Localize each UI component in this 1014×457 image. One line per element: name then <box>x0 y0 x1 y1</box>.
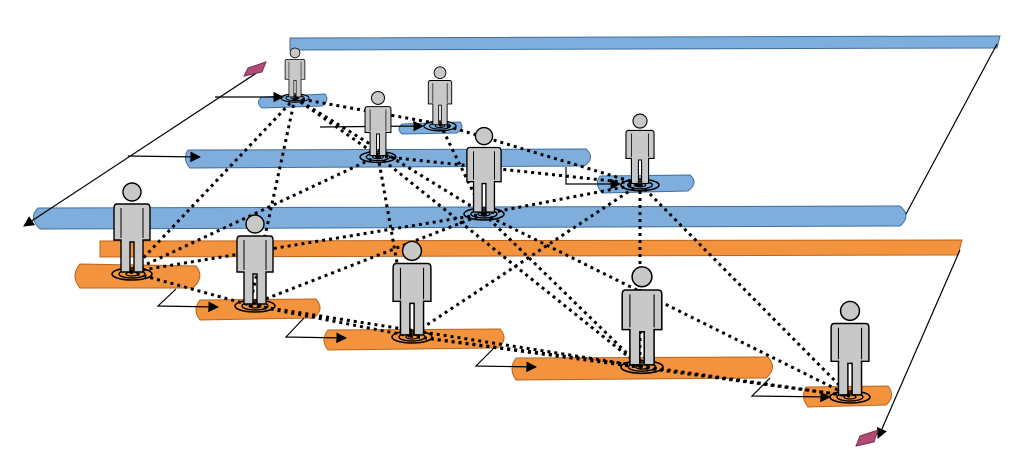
solid-connectors <box>23 43 998 439</box>
person-icon <box>625 113 655 184</box>
marker-icon <box>855 429 879 447</box>
upper-bar-top <box>289 35 1001 51</box>
person-node <box>234 214 276 313</box>
lower-bar-top <box>99 239 963 258</box>
lower-frame-right-edge <box>876 249 961 439</box>
upper-frame-left-diagonal <box>23 71 259 227</box>
dotted-links <box>128 96 852 398</box>
person-icon <box>113 182 151 273</box>
lower-layer <box>74 239 963 408</box>
lower-step-1 <box>156 288 220 313</box>
lower-step-3 <box>474 347 538 373</box>
person-node <box>280 47 310 103</box>
upper-layer <box>33 35 1001 230</box>
lower-step-2 <box>284 317 348 344</box>
person-icon <box>621 266 663 366</box>
lower-bar-3 <box>323 328 505 351</box>
upper-frame-right-edge <box>905 43 998 215</box>
upper-step-3 <box>127 151 202 163</box>
person-icon <box>284 47 306 98</box>
person-icon <box>427 66 453 126</box>
person-icon <box>830 300 870 396</box>
upper-step-4 <box>565 167 622 190</box>
markers <box>243 61 879 447</box>
upper-bar-2 <box>398 121 463 135</box>
person-icon <box>364 90 392 157</box>
upper-layer-nodes <box>280 47 660 221</box>
marker-icon <box>243 61 267 77</box>
